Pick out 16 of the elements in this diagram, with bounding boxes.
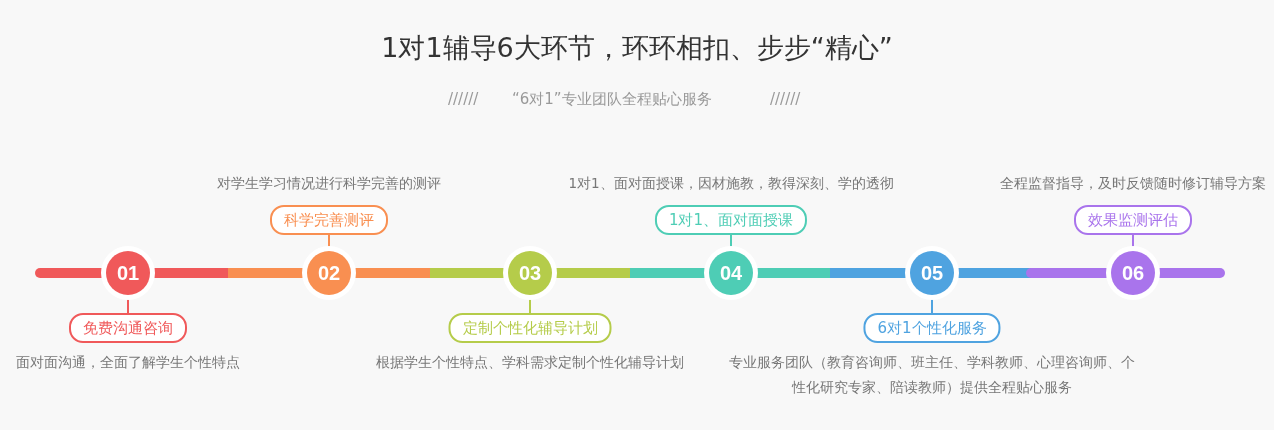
step-description: 面对面沟通，全面了解学生个性特点: [15, 353, 241, 372]
step-label: 科学完善测评: [270, 205, 388, 235]
subtitle-text: “6对1”专业团队全程贴心服务: [512, 90, 712, 109]
step-description: 全程监督指导，及时反馈随时修订辅导方案: [999, 174, 1267, 193]
step-label: 定制个性化辅导计划: [448, 313, 612, 343]
step-description: 对学生学习情况进行科学完善的测评: [216, 174, 442, 193]
step-description: 专业服务团队（教育咨询师、班主任、学科教师、心理咨询师、个性化研究专家、陪读教师）提供全程贴心服务: [728, 353, 1136, 397]
step-label: 效果监测评估: [1074, 205, 1192, 235]
step-description: 根据学生个性特点、学科需求定制个性化辅导计划: [375, 353, 685, 372]
step-description: 1对1、面对面授课，因材施教，教得深刻、学的透彻: [567, 174, 895, 193]
step-label: 免费沟通咨询: [69, 313, 187, 343]
decorative-slashes: //////: [448, 90, 479, 108]
title-text: 1对1辅导6大环节，环环相扣、步步“精心”: [380, 31, 894, 65]
step-label: 1对1、面对面授课: [654, 205, 808, 235]
decorative-slashes: //////: [770, 90, 801, 108]
step-label: 6对1个性化服务: [863, 313, 1001, 343]
